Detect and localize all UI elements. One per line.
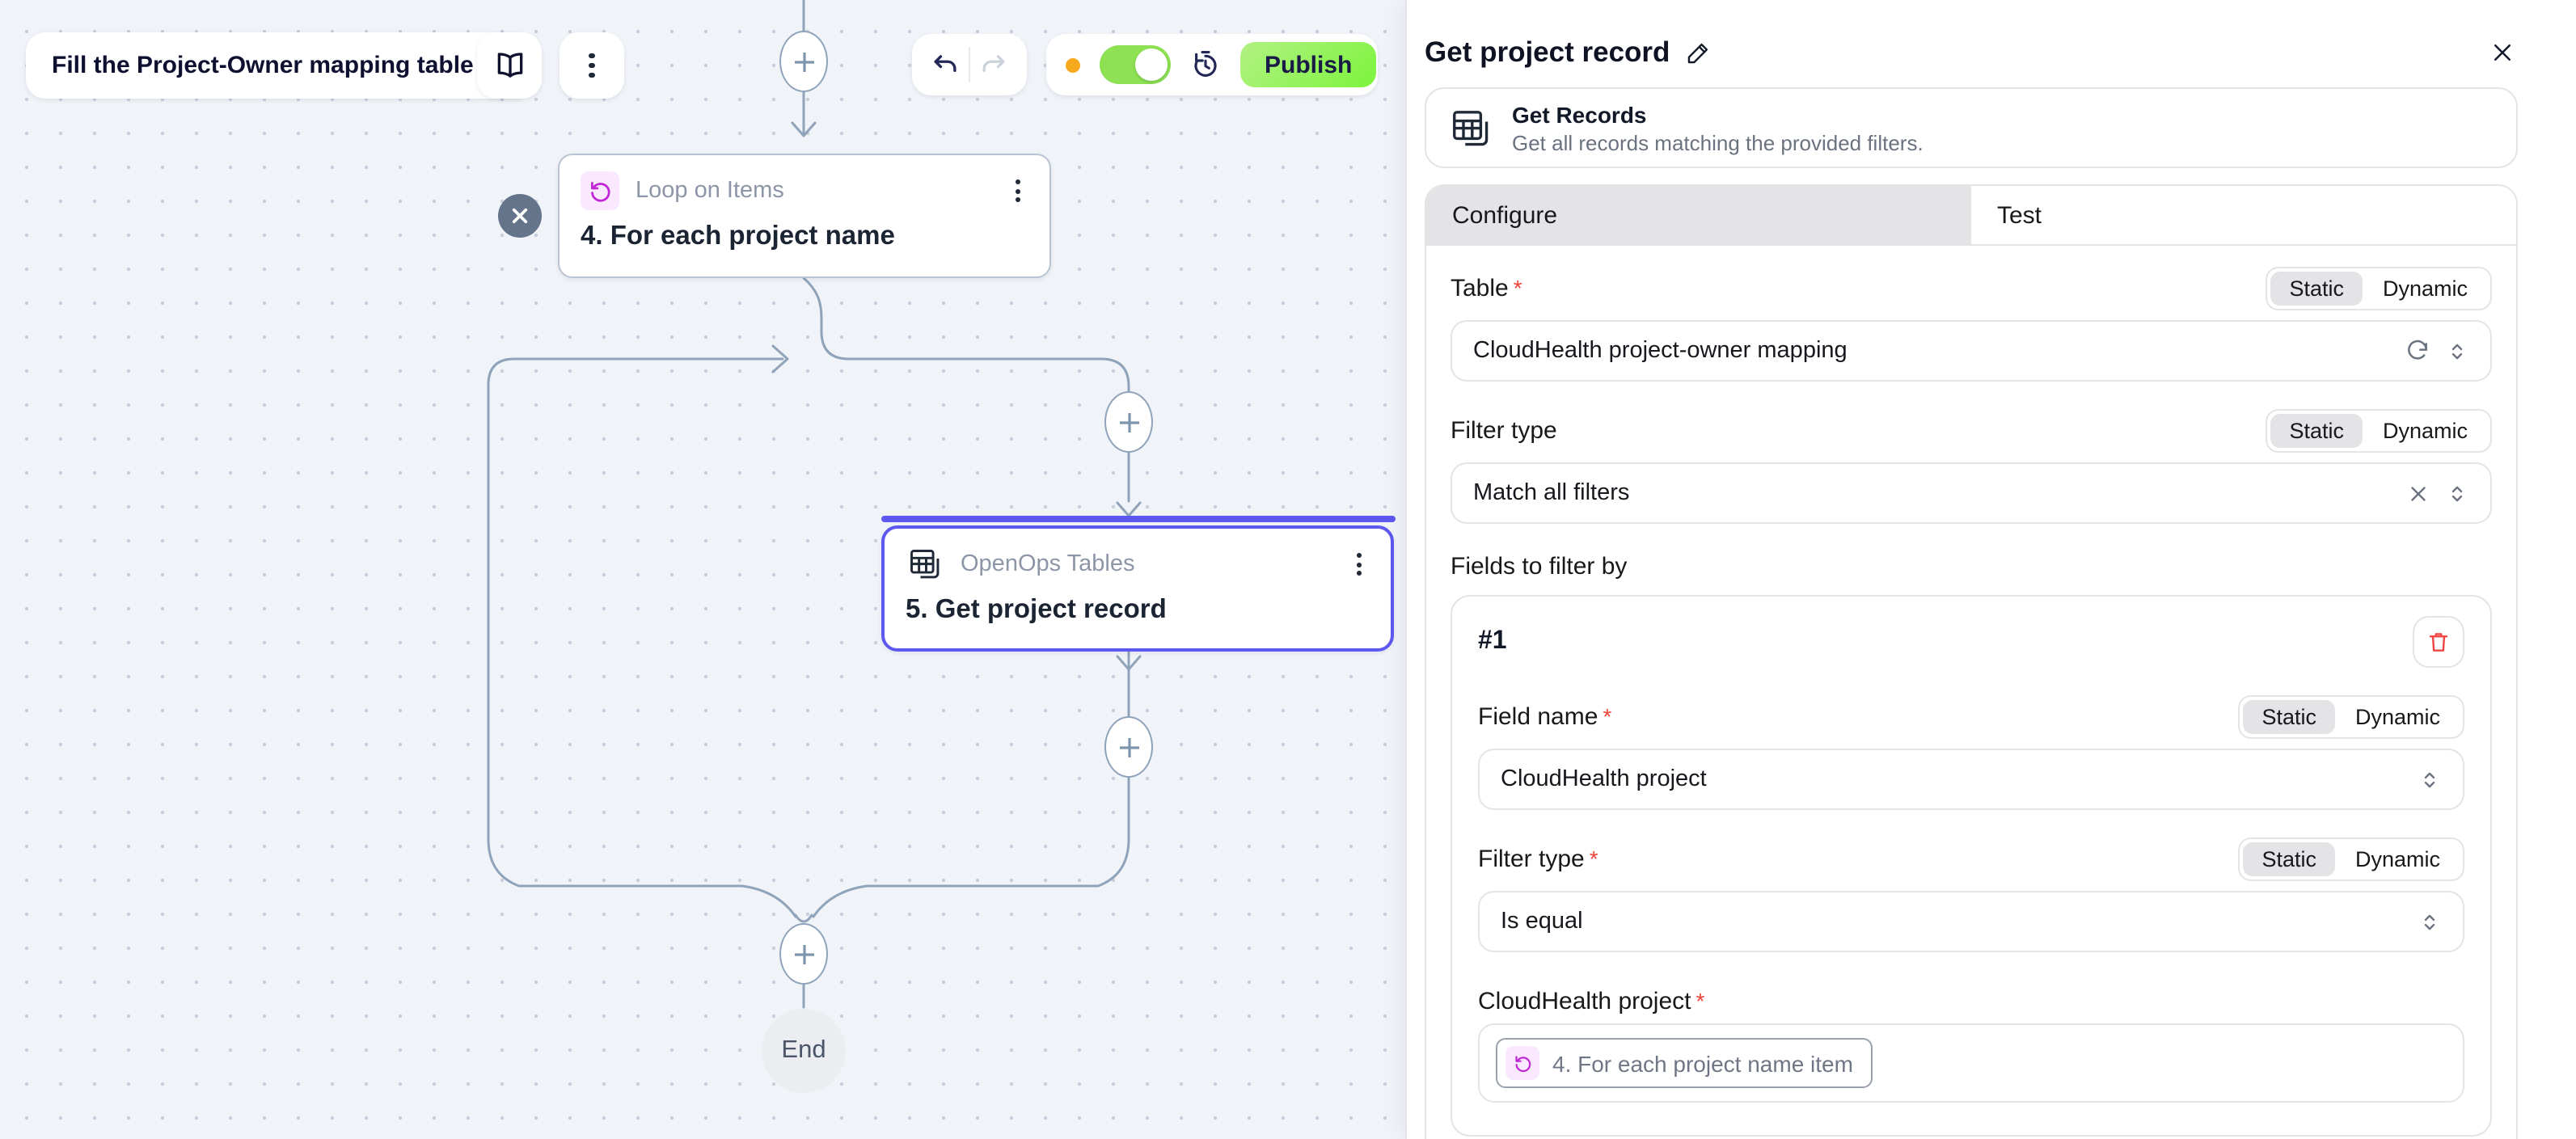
dynamic-option[interactable]: Dynamic <box>2382 418 2468 442</box>
cloudhealth-project-input[interactable]: 4. For each project name item <box>1478 1023 2464 1103</box>
node-menu-button[interactable] <box>1349 548 1370 580</box>
publish-button[interactable]: Publish <box>1240 42 1377 87</box>
flow-canvas[interactable]: Loop on Items 4. For each project name O… <box>0 0 1405 1139</box>
required-marker: * <box>1696 987 1705 1013</box>
add-step-button-after-tables[interactable] <box>1104 716 1153 778</box>
delete-filter-button[interactable] <box>2413 616 2464 668</box>
filter1-operator-select[interactable]: Is equal <box>1478 891 2464 952</box>
close-panel-button[interactable] <box>2487 36 2518 67</box>
static-option[interactable]: Static <box>2242 842 2336 875</box>
version-history-icon[interactable] <box>1190 49 1221 80</box>
chevrons-up-down-icon <box>2424 771 2435 787</box>
table-select-value: CloudHealth project-owner mapping <box>1473 338 1848 364</box>
kebab-icon <box>581 48 603 82</box>
tab-test[interactable]: Test <box>1997 201 2042 229</box>
add-step-button-loop-body[interactable] <box>1104 391 1153 453</box>
node-step-title: 4. For each project name <box>581 221 895 251</box>
chevrons-up-down-icon <box>2424 913 2435 930</box>
docs-button[interactable] <box>477 32 542 99</box>
add-step-button-bottom[interactable] <box>779 923 828 985</box>
configure-form: Table* Static Dynamic CloudHealth projec… <box>1426 246 2516 1137</box>
more-options-button[interactable] <box>560 32 624 99</box>
table-field-label: Table* <box>1451 274 1522 302</box>
node-app-name: OpenOps Tables <box>961 551 1135 577</box>
end-label: End <box>781 1036 826 1064</box>
dynamic-option[interactable]: Dynamic <box>2354 704 2440 728</box>
token-label: 4. For each project name item <box>1552 1050 1853 1076</box>
node-get-project-record[interactable]: OpenOps Tables 5. Get project record <box>880 516 1395 652</box>
pencil-icon <box>1687 42 1708 63</box>
chevrons-up-down-icon <box>2451 485 2463 501</box>
action-info-card: Get Records Get all records matching the… <box>1425 87 2518 168</box>
filter-index-label: #1 <box>1478 627 1507 655</box>
filter1-type-static-dynamic-toggle: Static Dynamic <box>2237 837 2464 880</box>
static-option[interactable]: Static <box>2242 699 2336 733</box>
fields-to-filter-by-label: Fields to filter by <box>1451 553 1628 580</box>
loop-icon <box>581 171 619 210</box>
filter-card-1: #1 Field name* Static <box>1451 595 2492 1137</box>
filter-type-static-dynamic-toggle: Static Dynamic <box>2265 408 2492 452</box>
required-marker: * <box>1589 845 1598 871</box>
panel-title: Get project record <box>1425 35 1670 67</box>
filter-type-select[interactable]: Match all filters <box>1451 462 2492 524</box>
field-name-select-value: CloudHealth project <box>1501 766 1707 792</box>
field-name-label: Field name* <box>1478 702 1612 730</box>
filter1-operator-value: Is equal <box>1501 909 1583 934</box>
required-marker: * <box>1513 274 1522 300</box>
settings-tabs-container: Configure Test Table* Static Dynamic Clo… <box>1425 184 2518 1139</box>
tab-row: Configure Test <box>1426 186 2516 246</box>
static-option[interactable]: Static <box>2270 413 2363 447</box>
close-icon <box>2494 44 2511 60</box>
loop-item-token[interactable]: 4. For each project name item <box>1496 1038 1873 1088</box>
node-loop-on-items[interactable]: Loop on Items 4. For each project name <box>558 154 1051 278</box>
trash-icon <box>2429 633 2448 652</box>
cloudhealth-project-label: CloudHealth project* <box>1478 987 1705 1015</box>
flow-name: Fill the Project-Owner mapping table <box>52 52 474 79</box>
panel-header: Get project record <box>1425 31 2518 73</box>
action-description: Get all records matching the provided fi… <box>1512 130 1924 154</box>
node-menu-button[interactable] <box>1007 175 1028 207</box>
node-step-title: 5. Get project record <box>906 595 1167 624</box>
clear-icon[interactable] <box>2406 481 2430 505</box>
table-static-dynamic-toggle: Static Dynamic <box>2265 266 2492 310</box>
rename-step-button[interactable] <box>1684 38 1712 65</box>
dynamic-option[interactable]: Dynamic <box>2354 846 2440 871</box>
table-select[interactable]: CloudHealth project-owner mapping <box>1451 320 2492 382</box>
unpublished-changes-dot <box>1066 57 1080 72</box>
field-name-select[interactable]: CloudHealth project <box>1478 749 2464 810</box>
add-step-button-top[interactable] <box>779 31 828 92</box>
tables-icon <box>906 545 944 584</box>
redo-button[interactable] <box>970 40 1017 89</box>
collapse-loop-button[interactable] <box>498 194 542 238</box>
redo-icon <box>982 54 1005 71</box>
tab-configure[interactable]: Configure <box>1426 186 1971 244</box>
loop-icon <box>1505 1046 1539 1080</box>
chevrons-up-down-icon <box>2451 343 2463 359</box>
end-node: End <box>762 1009 846 1093</box>
filter-type-field-label: Filter type <box>1451 416 1557 444</box>
undo-redo-group <box>912 34 1027 95</box>
action-name: Get Records <box>1512 101 1647 127</box>
node-app-name: Loop on Items <box>636 178 784 204</box>
dynamic-option[interactable]: Dynamic <box>2382 276 2468 300</box>
filter1-filter-type-label: Filter type* <box>1478 845 1598 872</box>
field-name-static-dynamic-toggle: Static Dynamic <box>2237 694 2464 738</box>
publish-group: Publish <box>1046 34 1378 95</box>
undo-button[interactable] <box>922 40 969 89</box>
undo-icon <box>934 54 956 71</box>
step-settings-panel: Get project record Get Records Get all r… <box>1405 0 2576 1139</box>
static-option[interactable]: Static <box>2270 271 2363 305</box>
filter-type-select-value: Match all filters <box>1473 480 1630 506</box>
refresh-icon[interactable] <box>2405 338 2430 364</box>
tables-icon <box>1453 110 1489 146</box>
flow-name-dropdown[interactable]: Fill the Project-Owner mapping table <box>26 32 532 99</box>
book-icon <box>496 53 522 78</box>
flow-edges <box>487 0 1142 1009</box>
flow-enabled-toggle[interactable] <box>1100 45 1171 84</box>
required-marker: * <box>1603 702 1612 728</box>
